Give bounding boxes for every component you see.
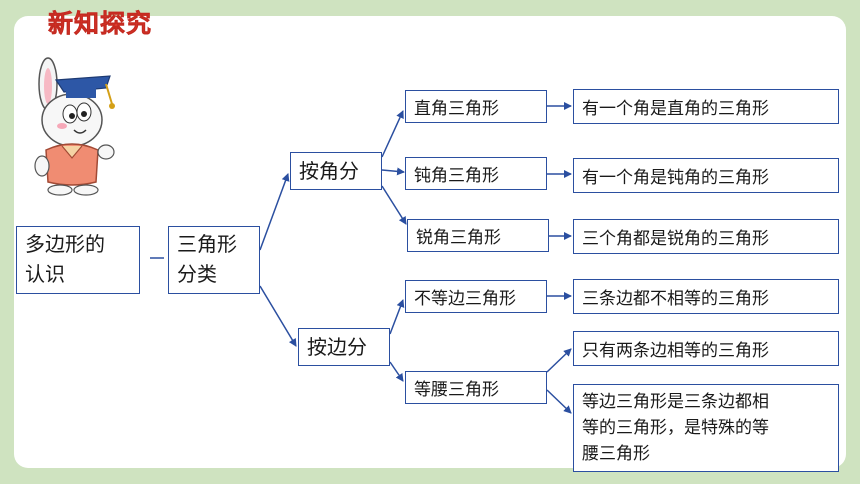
- equilateral-note-line-1: 等边三角形是三条边都相: [582, 392, 769, 412]
- section-title: 新知探究: [48, 9, 153, 39]
- type-scalene-triangle: 不等边三角形: [405, 280, 547, 313]
- angle-to-obtuse-arrow: [381, 167, 405, 176]
- by-angle-label: 按角分: [299, 159, 359, 183]
- angle-to-right-arrow: [381, 110, 404, 158]
- by-angle-node: 按角分: [290, 152, 382, 190]
- definition-isosceles-triangle: 只有两条边相等的三角形: [573, 331, 839, 366]
- root-line-2: 认识: [25, 262, 65, 286]
- equilateral-note-line-3: 腰三角形: [582, 444, 650, 464]
- type-acute-label: 锐角三角形: [416, 228, 501, 248]
- definition-equilateral-note: 等边三角形是三条边都相 等的三角形，是特殊的等 腰三角形: [573, 384, 839, 472]
- definition-isosceles-text: 只有两条边相等的三角形: [582, 341, 769, 361]
- type-obtuse-triangle: 钝角三角形: [405, 157, 547, 190]
- classify-line-2: 分类: [177, 262, 217, 286]
- definition-acute-text: 三个角都是锐角的三角形: [582, 229, 769, 249]
- definition-acute-triangle: 三个角都是锐角的三角形: [573, 219, 839, 254]
- type-acute-triangle: 锐角三角形: [407, 219, 549, 252]
- definition-obtuse-triangle: 有一个角是钝角的三角形: [573, 158, 839, 193]
- isosceles-extra-arrow: [546, 389, 572, 414]
- by-side-node: 按边分: [298, 328, 390, 366]
- rabbit-mascot-illustration: [34, 57, 115, 196]
- definition-scalene-text: 三条边都不相等的三角形: [582, 289, 769, 309]
- type-scalene-label: 不等边三角形: [414, 289, 516, 309]
- root-line-1: 多边形的: [25, 232, 105, 256]
- definition-right-triangle: 有一个角是直角的三角形: [573, 89, 839, 124]
- definition-right-text: 有一个角是直角的三角形: [582, 99, 769, 119]
- type-isosceles-label: 等腰三角形: [414, 380, 499, 400]
- classify-to-side-arrow: [259, 285, 297, 347]
- equilateral-note-line-2: 等的三角形，是特殊的等: [582, 418, 769, 438]
- classify-line-1: 三角形: [177, 232, 237, 256]
- type-isosceles-triangle: 等腰三角形: [405, 371, 547, 404]
- isosceles-def-arrow: [546, 348, 572, 373]
- by-side-label: 按边分: [307, 335, 367, 359]
- side-to-isosceles-arrow: [389, 361, 404, 382]
- type-obtuse-label: 钝角三角形: [414, 166, 499, 186]
- side-to-scalene-arrow: [389, 299, 405, 335]
- definition-scalene-triangle: 三条边都不相等的三角形: [573, 279, 839, 314]
- type-right-triangle: 直角三角形: [405, 90, 547, 123]
- classify-to-angle-arrow: [259, 173, 290, 251]
- classify-node: 三角形 分类: [168, 226, 260, 294]
- definition-obtuse-text: 有一个角是钝角的三角形: [582, 168, 769, 188]
- angle-to-acute-arrow: [381, 185, 407, 225]
- root-node-polygon: 多边形的 认识: [16, 226, 140, 294]
- type-right-label: 直角三角形: [414, 99, 499, 119]
